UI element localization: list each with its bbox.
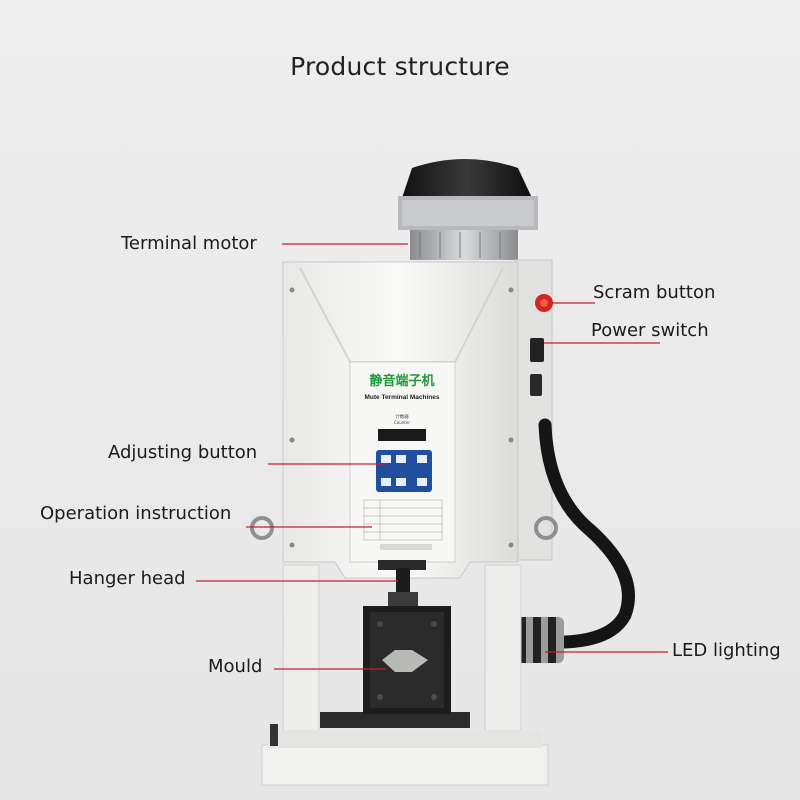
hanger-head (378, 560, 426, 606)
label-scram-button: Scram button (593, 282, 716, 303)
counter-display (378, 429, 426, 441)
machine-body: 静音端子机 Mute Terminal Machines 计数器 Counter (250, 261, 558, 579)
terminal-motor (398, 159, 538, 260)
adjusting-keypad (376, 450, 432, 492)
brand-english-text: Mute Terminal Machines (364, 394, 439, 401)
leader-lines (196, 243, 668, 670)
label-terminal-motor: Terminal motor (121, 233, 257, 254)
side-control-box (514, 259, 553, 561)
label-mould: Mould (208, 656, 263, 677)
label-led-lighting: LED lighting (672, 640, 781, 661)
power-switch-shape (530, 338, 544, 362)
operation-instruction-table (363, 499, 443, 541)
mould (363, 606, 451, 714)
label-adjusting-button: Adjusting button (108, 442, 258, 463)
machine-base (261, 564, 549, 786)
counter-english-text: Counter (394, 420, 410, 425)
label-operation-instruction: Operation instruction (40, 503, 232, 524)
label-hanger-head: Hanger head (69, 568, 186, 589)
diagram-title: Product structure (290, 52, 510, 81)
brand-chinese-text: 静音端子机 (369, 373, 434, 389)
counter-chinese-text: 计数器 (395, 413, 409, 420)
label-power-switch: Power switch (591, 320, 709, 341)
